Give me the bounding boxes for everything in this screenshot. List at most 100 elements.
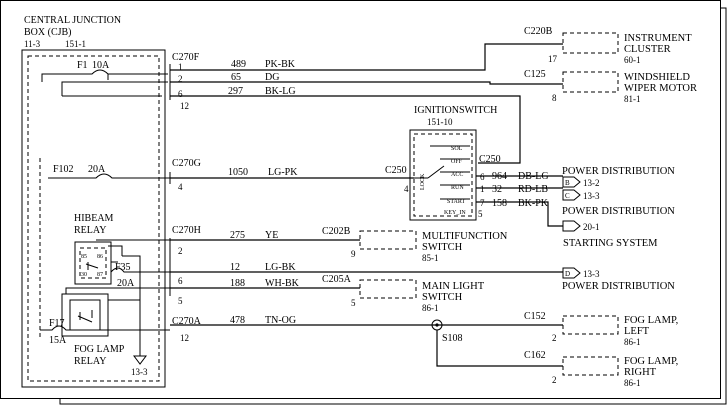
c270h-pin-6: 6 xyxy=(178,276,183,286)
ignition-outputs: C250 6 1 7 5 964 DB-LG 32 RD-LB 158 BK-P… xyxy=(476,154,563,227)
wire-478-circuit: 478 xyxy=(230,315,245,326)
multifunction-label-line1: MULTIFUNCTION xyxy=(422,231,508,242)
wire-478-branch xyxy=(436,330,563,367)
wire-158-circuit: 158 xyxy=(492,198,507,209)
fog-right-pin-2: 2 xyxy=(552,375,557,385)
c270f-label: C270F xyxy=(172,52,200,63)
c152-label: C152 xyxy=(524,311,546,322)
ignition-side-label: LOCK xyxy=(420,173,426,190)
c250-pin-4: 4 xyxy=(404,184,409,194)
pd1-ref: 13-2 xyxy=(583,178,600,188)
c270f-pin-1: 1 xyxy=(178,62,183,72)
wire-188-circuit: 188 xyxy=(230,278,245,289)
fuse-f102-wire xyxy=(48,173,170,179)
fuse-f35-wire xyxy=(110,267,170,273)
wire-65-path xyxy=(170,81,563,85)
wire-297: 297 BK-LG xyxy=(170,86,521,164)
wire-964-color: DB-LG xyxy=(518,171,549,182)
fog-lamp-right-box xyxy=(562,356,619,376)
wire-32-color: RD-LB xyxy=(518,184,548,195)
wire-964-circuit: 964 xyxy=(492,171,507,182)
instrument-cluster-box xyxy=(562,32,619,54)
pd3-label: POWER DISTRIBUTION xyxy=(562,281,675,292)
ignition-ref: 151-10 xyxy=(427,117,453,127)
c270g-label: C270G xyxy=(172,158,201,169)
hibeam-pin-85: 85 xyxy=(81,254,87,260)
hibeam-relay-leads xyxy=(111,245,123,263)
cjb-inner-box xyxy=(27,55,160,382)
ignition-pos-off: OFF xyxy=(451,159,463,165)
pd3-ref: 13-3 xyxy=(583,269,600,279)
pd1-arrow-b-icon xyxy=(562,176,581,188)
fuse-f1-rating: 10A xyxy=(92,60,110,71)
wire-489-path xyxy=(170,43,563,71)
c270h-label: C270H xyxy=(172,225,201,236)
hibeam-pin-87: 87 xyxy=(97,272,103,278)
c220b-label: C220B xyxy=(524,26,553,37)
fuse-f1: F1 10A xyxy=(41,60,168,96)
cjb-ref-b: 151-1 xyxy=(65,39,86,49)
fuse-f102-rating: 20A xyxy=(88,164,106,175)
cjb-title-line2: BOX (CJB) xyxy=(24,27,72,38)
wire-297-circuit: 297 xyxy=(228,86,243,97)
fog-left-label-line2: LEFT xyxy=(624,326,650,337)
pd2-arrow-icon xyxy=(562,220,581,232)
page-frame xyxy=(0,0,721,399)
power-distribution-1: POWER DISTRIBUTION B 13-2 C 13-3 xyxy=(562,166,675,201)
pd1-arrow-c-icon xyxy=(562,189,581,201)
wire-478: 478 TN-OG xyxy=(170,315,563,326)
c270h-pin-5: 5 xyxy=(178,296,183,306)
wire-12: 12 LG-BK xyxy=(170,262,563,273)
foglamp-relay-label-line1: FOG LAMP xyxy=(74,344,125,355)
hibeam-relay-box xyxy=(74,241,112,285)
wire-275: 275 YE xyxy=(170,230,360,241)
wiper-pin-8: 8 xyxy=(552,93,557,103)
foglamp-relay-box xyxy=(69,299,101,331)
pd1-label: POWER DISTRIBUTION xyxy=(562,166,675,177)
instrument-label-line2: CLUSTER xyxy=(624,44,671,55)
main-light-box xyxy=(359,279,417,299)
multifunction-ref: 85-1 xyxy=(422,253,439,263)
instrument-pin-17: 17 xyxy=(548,54,558,64)
c270f-pin-2: 2 xyxy=(178,74,183,84)
c270h-pin-2: 2 xyxy=(178,246,183,256)
foglamp-relay: FOG LAMP RELAY 13-3 xyxy=(61,255,148,377)
multifunction-pin-9: 9 xyxy=(351,249,356,259)
c270f-pin-12: 12 xyxy=(180,101,189,111)
cjb-ref-a: 11-3 xyxy=(24,39,41,49)
fog-left-pin-2: 2 xyxy=(552,333,557,343)
c270h-internal-2 xyxy=(65,287,170,294)
c250-label-right: C250 xyxy=(479,154,501,165)
splice-s108-dot xyxy=(435,323,439,327)
instrument-label-line1: INSTRUMENT xyxy=(624,33,692,44)
wire-65-color: DG xyxy=(265,72,279,83)
ignition-title: IGNITIONSWITCH xyxy=(414,105,497,116)
splice-s108-label: S108 xyxy=(442,333,463,344)
ignition-pos-start: START xyxy=(447,199,465,205)
multifunction-box xyxy=(359,230,417,250)
ign-pin-7: 7 xyxy=(480,198,485,208)
page-frame-shadow xyxy=(59,7,727,405)
c270f-pin-6: 6 xyxy=(178,89,183,99)
ignition-inner-box xyxy=(413,133,473,217)
c125-label: C125 xyxy=(524,69,546,80)
fog-right-label-line2: RIGHT xyxy=(624,367,657,378)
wire-158-path xyxy=(476,201,563,227)
fuse-f35-rating: 20A xyxy=(117,278,135,289)
wire-32-circuit: 32 xyxy=(492,184,502,195)
main-light-ref: 86-1 xyxy=(422,303,439,313)
main-light-pin-5: 5 xyxy=(351,298,356,308)
instrument-cluster: C220B 17 INSTRUMENT CLUSTER 60-1 xyxy=(524,26,692,65)
wire-12-circuit: 12 xyxy=(230,262,240,273)
central-junction-box: CENTRAL JUNCTION BOX (CJB) 11-3 151-1 xyxy=(21,15,166,388)
pd3-arrow-letter: D xyxy=(565,270,570,278)
pd1-arrow-c-letter: C xyxy=(565,192,570,200)
fuse-f102: F102 20A xyxy=(39,158,170,340)
wire-12-color: LG-BK xyxy=(265,262,296,273)
connector-c270a: C270A 12 xyxy=(172,316,202,343)
ignition-pos-acc: ACC xyxy=(451,172,463,178)
fuse-f17-label: F17 xyxy=(49,318,65,329)
wire-65: 65 DG xyxy=(170,72,563,85)
wire-1050-circuit: 1050 xyxy=(228,167,248,178)
connector-c270g: C270G 4 xyxy=(169,158,201,192)
